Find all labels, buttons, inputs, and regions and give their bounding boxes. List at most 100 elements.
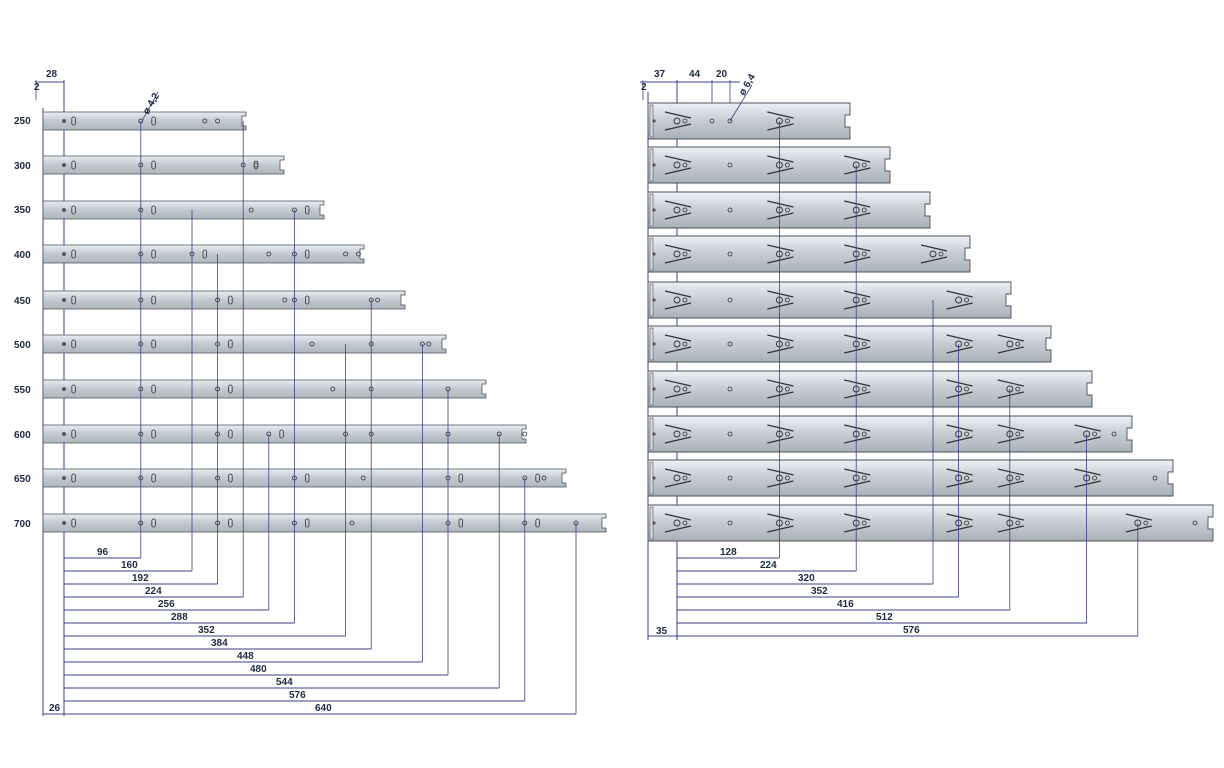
dim-label-448: 448 bbox=[237, 651, 254, 662]
right-dim-label-224: 224 bbox=[760, 560, 777, 571]
mounting-hole bbox=[62, 163, 66, 167]
clip-arms bbox=[946, 424, 973, 444]
mounting-hole bbox=[62, 387, 66, 391]
clip-hole bbox=[682, 520, 688, 526]
clip-arms bbox=[844, 379, 871, 399]
concealed-slide-rail-8 bbox=[647, 415, 1133, 453]
dim-label-96: 96 bbox=[97, 547, 109, 558]
clip-hole bbox=[785, 162, 790, 168]
mounting-hole bbox=[248, 207, 254, 213]
slide-rail-body bbox=[42, 244, 365, 264]
clip-hole bbox=[1006, 340, 1014, 348]
right-hole-diameter-label: ø 6,4 bbox=[737, 72, 758, 98]
v-clip-bracket bbox=[664, 379, 692, 399]
clip-arms bbox=[767, 379, 794, 399]
clip-hole bbox=[861, 341, 867, 347]
mounting-slot bbox=[304, 295, 310, 305]
clip-hole bbox=[861, 386, 867, 392]
clip-arms bbox=[844, 424, 871, 444]
slide-rail-body bbox=[42, 200, 325, 220]
slide-rail-body bbox=[42, 290, 406, 310]
clip-hole bbox=[861, 297, 867, 303]
clip-arms bbox=[844, 334, 871, 354]
mounting-hole bbox=[62, 342, 66, 346]
left-top-dim-label: 28 bbox=[46, 69, 58, 80]
clip-arms bbox=[767, 111, 794, 131]
mounting-slot bbox=[304, 473, 310, 483]
rail-front-hole bbox=[652, 521, 656, 525]
mounting-slot bbox=[151, 295, 156, 305]
mounting-hole bbox=[343, 251, 349, 257]
slide-rail-300 bbox=[42, 155, 285, 175]
mounting-hole bbox=[1152, 475, 1158, 481]
mounting-hole bbox=[62, 252, 66, 256]
clip-hole bbox=[673, 250, 681, 258]
clip-arms bbox=[997, 513, 1024, 533]
slide-rail-body bbox=[42, 111, 247, 131]
clip-arms bbox=[767, 244, 794, 264]
mounting-slot bbox=[535, 518, 540, 528]
row-label-700: 700 bbox=[14, 519, 31, 530]
mounting-slot bbox=[304, 205, 310, 215]
clip-hole bbox=[673, 117, 681, 125]
clip-hole bbox=[785, 118, 790, 124]
clip-hole bbox=[1015, 386, 1021, 392]
clip-arms bbox=[767, 290, 794, 310]
mounting-hole bbox=[360, 475, 366, 481]
mounting-hole bbox=[349, 520, 355, 526]
mounting-hole bbox=[727, 475, 733, 481]
mounting-hole bbox=[727, 162, 733, 168]
clip-hole bbox=[938, 251, 944, 257]
clip-arms bbox=[844, 155, 871, 175]
clip-hole bbox=[1015, 520, 1021, 526]
concealed-rail-body bbox=[647, 459, 1174, 497]
clip-hole bbox=[673, 206, 681, 214]
mounting-slot bbox=[535, 473, 540, 483]
concealed-slide-rail-7 bbox=[647, 370, 1093, 408]
mounting-hole bbox=[727, 251, 733, 257]
mounting-hole bbox=[541, 475, 547, 481]
mounting-hole bbox=[202, 118, 208, 124]
mounting-slot bbox=[71, 429, 76, 439]
v-clip-bracket bbox=[1074, 468, 1101, 488]
clip-hole bbox=[673, 161, 681, 169]
mounting-hole bbox=[426, 341, 432, 347]
clip-hole bbox=[785, 207, 790, 213]
row-label-300: 300 bbox=[14, 161, 31, 172]
mounting-slot bbox=[151, 249, 156, 259]
clip-arms bbox=[664, 200, 692, 220]
clip-arms bbox=[844, 290, 871, 310]
mounting-slot bbox=[228, 518, 233, 528]
concealed-slide-rail-1 bbox=[647, 102, 851, 140]
slide-rail-650 bbox=[42, 468, 567, 488]
concealed-slide-rail-10 bbox=[647, 504, 1214, 542]
clip-hole bbox=[682, 207, 688, 213]
clip-hole bbox=[785, 251, 790, 257]
right-dim-label-352: 352 bbox=[811, 586, 828, 597]
mounting-hole bbox=[62, 208, 66, 212]
slide-rail-350 bbox=[42, 200, 325, 220]
v-clip-bracket bbox=[946, 290, 973, 310]
v-clip-bracket bbox=[997, 379, 1024, 399]
clip-arms bbox=[664, 513, 692, 533]
slide-rail-500 bbox=[42, 334, 447, 354]
clip-hole bbox=[1015, 475, 1021, 481]
clip-arms bbox=[767, 334, 794, 354]
slide-rail-body bbox=[42, 379, 487, 399]
clip-hole bbox=[682, 118, 688, 124]
v-clip-bracket bbox=[664, 244, 692, 264]
right-dim-label-416: 416 bbox=[837, 599, 854, 610]
right-hole-leader-line bbox=[729, 84, 753, 122]
dim-label-576: 576 bbox=[289, 690, 306, 701]
right-diagram-concealed-slides bbox=[640, 80, 1214, 640]
mounting-slot bbox=[458, 473, 463, 483]
mounting-hole bbox=[266, 251, 272, 257]
clip-hole bbox=[955, 296, 963, 304]
mounting-slot bbox=[279, 429, 284, 439]
v-clip-bracket bbox=[1125, 513, 1152, 533]
v-clip-bracket bbox=[664, 200, 692, 220]
row-label-350: 350 bbox=[14, 205, 31, 216]
mounting-hole bbox=[1111, 431, 1117, 437]
concealed-rail-body bbox=[647, 415, 1133, 453]
concealed-rail-body bbox=[647, 146, 891, 184]
